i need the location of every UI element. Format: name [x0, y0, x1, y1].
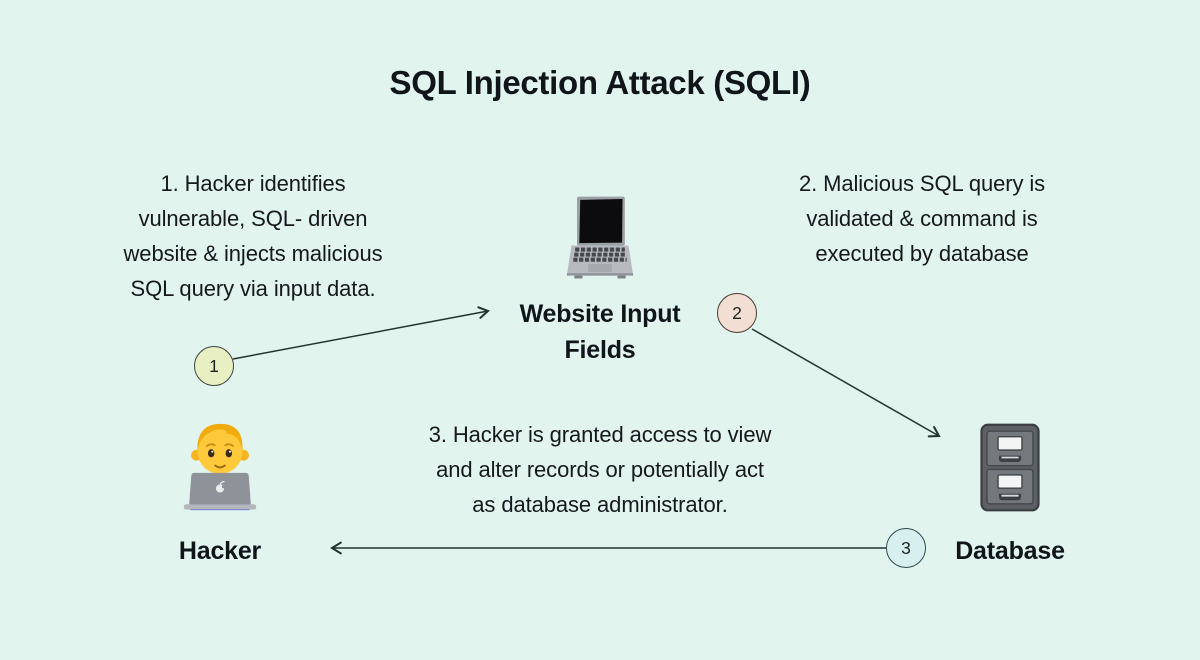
step1-line: SQL query via input data.: [130, 276, 376, 301]
step1-text: 1. Hacker identifies vulnerable, SQL- dr…: [83, 166, 423, 306]
step-badge-1: 1: [194, 346, 234, 386]
file-cabinet-icon: [980, 423, 1040, 512]
step2-line: 2. Malicious SQL query is: [798, 171, 1046, 196]
step3-line: 3. Hacker is granted access to view: [428, 422, 772, 447]
man-technologist-icon: [183, 423, 257, 511]
step-badge-2: 2: [717, 293, 757, 333]
step2-text: 2. Malicious SQL query is validated & co…: [757, 166, 1087, 271]
laptop-icon: [566, 196, 634, 279]
step1-line: 1. Hacker identifies: [160, 171, 346, 196]
database-node-label: Database: [955, 537, 1065, 565]
step-badge-3: 3: [886, 528, 926, 568]
step2-line: validated & command is: [806, 206, 1038, 231]
page-title: SQL Injection Attack (SQLI): [389, 64, 811, 101]
step1-line: website & injects malicious: [123, 241, 383, 266]
step3-line: and alter records or potentially act: [436, 457, 764, 482]
hacker-node-label: Hacker: [178, 537, 262, 565]
step3-line: as database administrator.: [472, 492, 728, 517]
website-label-line: Fields: [564, 336, 636, 364]
step2-line: executed by database: [815, 241, 1029, 266]
step1-line: vulnerable, SQL- driven: [138, 206, 368, 231]
website-node-label: Website Input Fields: [450, 296, 750, 368]
website-label-line: Website Input: [519, 300, 681, 328]
step3-text: 3. Hacker is granted access to view and …: [385, 417, 815, 522]
